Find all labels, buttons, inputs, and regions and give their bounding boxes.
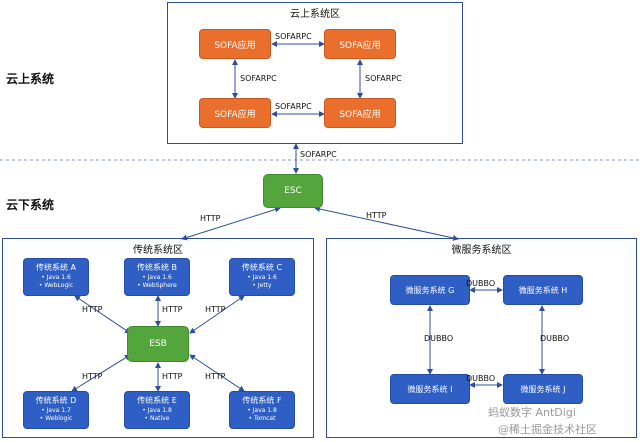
legacy-system-b: 传统系统 B Java 1.6 WebSphere [124, 258, 190, 296]
http-label: HTTP [162, 305, 183, 314]
esb-node: ESB [127, 326, 189, 362]
system-detail: Java 1.8 [125, 407, 189, 415]
traditional-region: 传统系统区 [2, 238, 314, 438]
system-detail: WebLogic [24, 282, 88, 290]
legacy-system-e: 传统系统 E Java 1.8 Native [124, 391, 190, 429]
dubbo-label-bottom: DUBBO [466, 374, 496, 383]
system-detail: Java 1.7 [24, 407, 88, 415]
system-detail: WebSphere [125, 282, 189, 290]
system-name: 传统系统 C [241, 263, 283, 272]
system-detail: Jetty [230, 282, 294, 290]
esc-http-right: HTTP [366, 211, 387, 220]
traditional-region-title: 传统系统区 [133, 245, 183, 256]
onprem-side-label: 云下系统 [6, 198, 55, 212]
sofa-app-top-left: SOFA应用 [199, 29, 271, 59]
legacy-system-a: 传统系统 A Java 1.6 WebLogic [23, 258, 89, 296]
system-detail: Weblogic [24, 415, 88, 423]
cloud-region: 云上系统区 [167, 2, 463, 144]
sofa-app-bottom-left: SOFA应用 [199, 98, 271, 128]
micro-system-j: 微服务系统 J [503, 374, 583, 404]
legacy-system-f: 传统系统 F Java 1.8 Tomcat [229, 391, 295, 429]
dubbo-label-right: DUBBO [540, 334, 570, 343]
esc-http-left: HTTP [200, 214, 221, 223]
system-detail: Tomcat [230, 415, 294, 423]
system-detail: Java 1.6 [230, 274, 294, 282]
esc-up-label: SOFARPC [300, 150, 337, 159]
system-name: 传统系统 F [242, 396, 282, 405]
watermark-brand: 蚂蚁数字 AntDigi [488, 406, 576, 419]
system-detail: Java 1.6 [125, 274, 189, 282]
esc-node: ESC [263, 174, 323, 208]
rpc-label-left: SOFARPC [240, 74, 277, 83]
microservice-region-title: 微服务系统区 [451, 245, 512, 256]
microservice-region: 微服务系统区 [326, 238, 637, 438]
system-name: 传统系统 B [136, 263, 178, 272]
rpc-label-top: SOFARPC [275, 32, 312, 41]
sofa-app-top-right: SOFA应用 [324, 29, 396, 59]
system-name: 传统系统 A [35, 263, 76, 272]
system-detail: Java 1.6 [24, 274, 88, 282]
micro-system-h: 微服务系统 H [503, 275, 583, 305]
sofa-app-bottom-right: SOFA应用 [324, 98, 396, 128]
legacy-system-d: 传统系统 D Java 1.7 Weblogic [23, 391, 89, 429]
micro-system-i: 微服务系统 I [390, 374, 470, 404]
rpc-label-bottom: SOFARPC [275, 102, 312, 111]
cloud-region-title: 云上系统区 [290, 9, 340, 20]
http-label: HTTP [162, 372, 183, 381]
system-detail: Java 1.8 [230, 407, 294, 415]
micro-system-g: 微服务系统 G [390, 275, 470, 305]
watermark: @稀土掘金技术社区 [498, 423, 597, 436]
system-name: 传统系统 E [137, 396, 177, 405]
http-label: HTTP [205, 372, 226, 381]
http-label: HTTP [82, 305, 103, 314]
dubbo-label-top: DUBBO [466, 279, 496, 288]
system-detail: Native [125, 415, 189, 423]
legacy-system-c: 传统系统 C Java 1.6 Jetty [229, 258, 295, 296]
cloud-side-label: 云上系统 [6, 72, 55, 86]
http-label: HTTP [82, 372, 103, 381]
dubbo-label-left: DUBBO [424, 334, 454, 343]
system-name: 传统系统 D [35, 396, 77, 405]
rpc-label-right: SOFARPC [365, 74, 402, 83]
http-label: HTTP [205, 305, 226, 314]
